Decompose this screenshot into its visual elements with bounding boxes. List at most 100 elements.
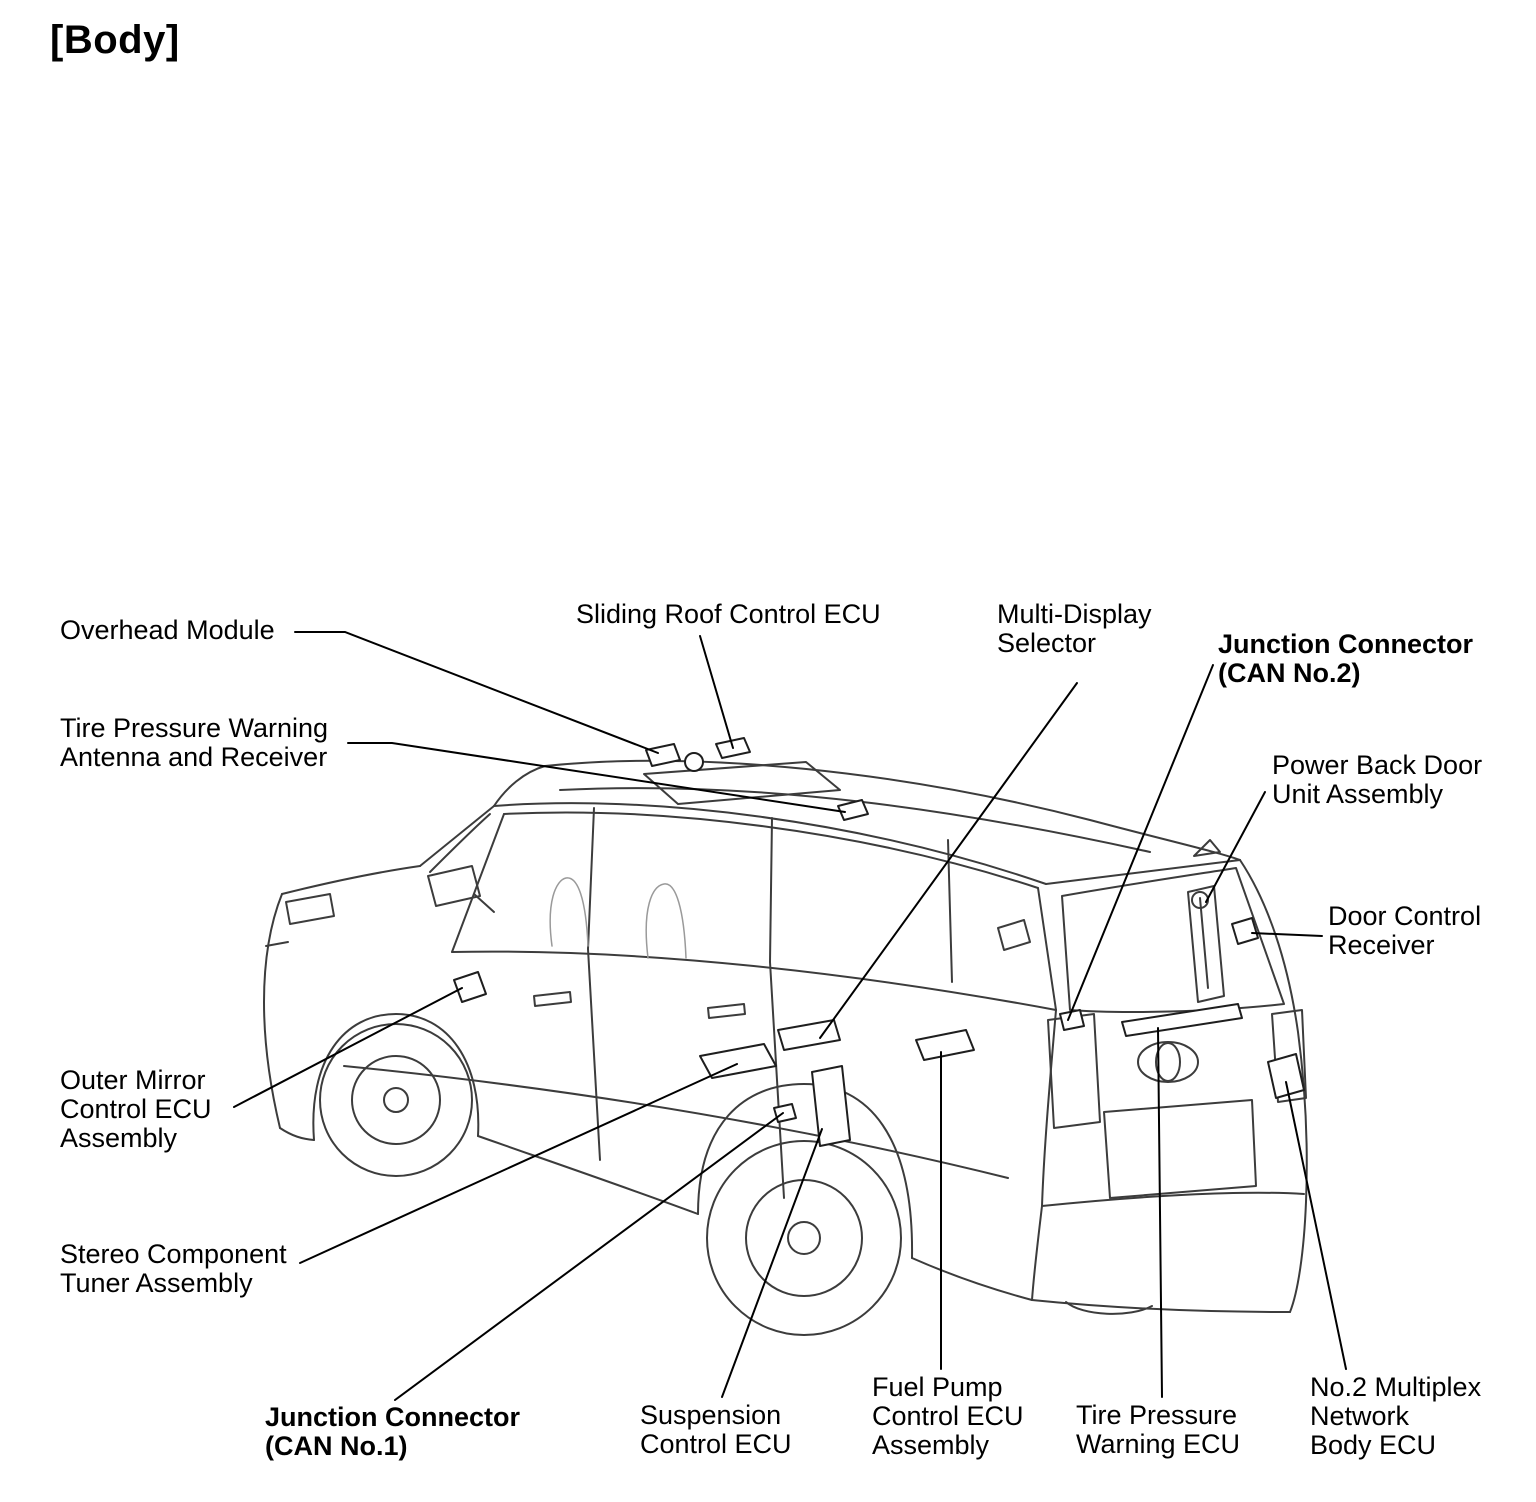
label-line: Receiver <box>1328 930 1435 960</box>
front-door-seam <box>587 948 601 1161</box>
label-line: Unit Assembly <box>1272 779 1444 809</box>
dome-lamp-marker <box>684 752 704 772</box>
windshield-line <box>429 813 491 873</box>
rear-lower-body <box>911 1257 1033 1301</box>
label-outer-mirror-control-ecu-assembly: Outer Mirror Control ECU Assembly <box>60 1066 212 1153</box>
leader-outer-mirror-ecu <box>233 987 463 1108</box>
label-line: No.2 Multiplex <box>1310 1372 1482 1402</box>
d-pillar-edge <box>1037 887 1057 1011</box>
leader-tire-pressure-antenna <box>347 742 846 813</box>
label-line: Body ECU <box>1310 1430 1437 1460</box>
label-stereo-component-tuner-assembly: Stereo Component Tuner Assembly <box>60 1240 287 1298</box>
junction-can2-marker <box>1059 1009 1085 1031</box>
no2-multiplex-ecu-marker <box>1267 1053 1305 1099</box>
leader-door-control-receiver <box>1251 932 1323 937</box>
overhead-module-marker <box>645 743 681 767</box>
label-line: (CAN No.2) <box>1218 658 1361 688</box>
side-mirror <box>427 865 481 907</box>
leader-no2-multiplex-ecu <box>1285 1081 1347 1370</box>
label-door-control-receiver: Door Control Receiver <box>1328 902 1481 960</box>
label-tire-pressure-warning-antenna-receiver: Tire Pressure Warning Antenna and Receiv… <box>60 714 328 772</box>
window-band-top <box>503 811 1039 889</box>
rear-hub <box>787 1221 821 1255</box>
label-line: Control ECU <box>60 1094 212 1124</box>
label-line: Overhead Module <box>60 615 275 645</box>
label-line: Tire Pressure <box>1076 1400 1238 1430</box>
label-junction-connector-can-no2: Junction Connector (CAN No.2) <box>1218 630 1473 688</box>
far-side-mirror <box>997 919 1031 951</box>
b-pillar <box>587 807 595 950</box>
front-valance <box>279 1127 315 1141</box>
label-tire-pressure-warning-ecu: Tire Pressure Warning ECU <box>1076 1401 1240 1459</box>
side-crease <box>343 1065 1009 1179</box>
front-face <box>263 893 283 1129</box>
grille-line <box>265 941 289 947</box>
label-line: Multi-Display <box>997 599 1152 629</box>
label-line: (CAN No.1) <box>265 1431 408 1461</box>
antenna-fin <box>1193 839 1221 857</box>
label-line: Door Control <box>1328 901 1482 931</box>
c-pillar <box>769 817 773 963</box>
rear-door-seam <box>769 961 785 1199</box>
label-line: Assembly <box>872 1430 990 1460</box>
rear-wheel-arch <box>697 1083 914 1259</box>
label-line: Power Back Door <box>1272 750 1483 780</box>
interior-details <box>549 877 687 959</box>
tailgate-right-edge <box>1239 859 1308 1313</box>
label-suspension-control-ecu: Suspension Control ECU <box>640 1401 792 1459</box>
label-line: Junction Connector <box>1218 629 1473 659</box>
tire-pressure-antenna-marker <box>837 799 869 821</box>
label-line: Assembly <box>60 1123 178 1153</box>
seat-outline-2 <box>645 883 687 959</box>
leader-overhead-module <box>294 631 659 754</box>
rear-door-handle <box>707 1003 746 1019</box>
label-line: Junction Connector <box>265 1402 520 1432</box>
label-line: Stereo Component <box>60 1239 287 1269</box>
leader-suspension-ecu <box>721 1128 823 1398</box>
leader-stereo-tuner <box>299 1063 738 1264</box>
front-hub <box>383 1087 409 1113</box>
roof-far-edge <box>544 759 1241 861</box>
tire-pressure-ecu-marker <box>1121 1003 1243 1037</box>
roof-front-edge <box>493 765 546 807</box>
label-sliding-roof-control-ecu: Sliding Roof Control ECU <box>576 600 881 629</box>
a-pillar <box>419 805 495 867</box>
rear-emblem-inner <box>1155 1042 1181 1082</box>
label-line: Tire Pressure Warning <box>60 713 329 743</box>
multi-display-selector-marker <box>777 1019 841 1051</box>
window-front-edge <box>451 813 505 953</box>
far-wheel-hint <box>1065 1301 1153 1315</box>
quarter-pillar <box>947 839 953 983</box>
outer-mirror-ecu-marker <box>453 971 487 1003</box>
leader-sliding-roof-ecu <box>699 635 734 749</box>
power-back-door-strut-inner <box>1199 897 1209 989</box>
rear-tire <box>706 1140 902 1336</box>
label-line: Antenna and Receiver <box>60 742 328 772</box>
power-back-door-strut <box>1187 885 1225 1003</box>
side-mirror-stalk <box>473 893 495 913</box>
label-line: Suspension <box>640 1400 782 1430</box>
front-rim <box>351 1055 441 1145</box>
label-line: Tuner Assembly <box>60 1268 253 1298</box>
label-line: Warning ECU <box>1076 1429 1241 1459</box>
hood-line <box>281 865 421 895</box>
label-line: Network <box>1310 1401 1410 1431</box>
component-markers <box>453 737 1305 1147</box>
license-plate-recess <box>1103 1099 1257 1199</box>
label-power-back-door-unit-assembly: Power Back Door Unit Assembly <box>1272 751 1482 809</box>
door-control-receiver-marker <box>1231 917 1259 945</box>
label-line: Control ECU <box>872 1401 1024 1431</box>
leader-power-back-door <box>1205 791 1266 903</box>
headlight <box>285 893 335 925</box>
label-line: Sliding Roof Control ECU <box>576 599 881 629</box>
label-fuel-pump-control-ecu-assembly: Fuel Pump Control ECU Assembly <box>872 1373 1024 1460</box>
fuel-pump-ecu-marker <box>915 1029 975 1061</box>
label-line: Outer Mirror <box>60 1065 206 1095</box>
label-line: Selector <box>997 628 1097 658</box>
label-no2-multiplex-network-body-ecu: No.2 Multiplex Network Body ECU <box>1310 1373 1481 1460</box>
label-overhead-module: Overhead Module <box>60 616 275 645</box>
rear-window <box>1061 867 1285 1013</box>
front-tire <box>319 1023 473 1177</box>
leader-multi-display-selector <box>819 682 1078 1039</box>
label-line: Fuel Pump <box>872 1372 1003 1402</box>
